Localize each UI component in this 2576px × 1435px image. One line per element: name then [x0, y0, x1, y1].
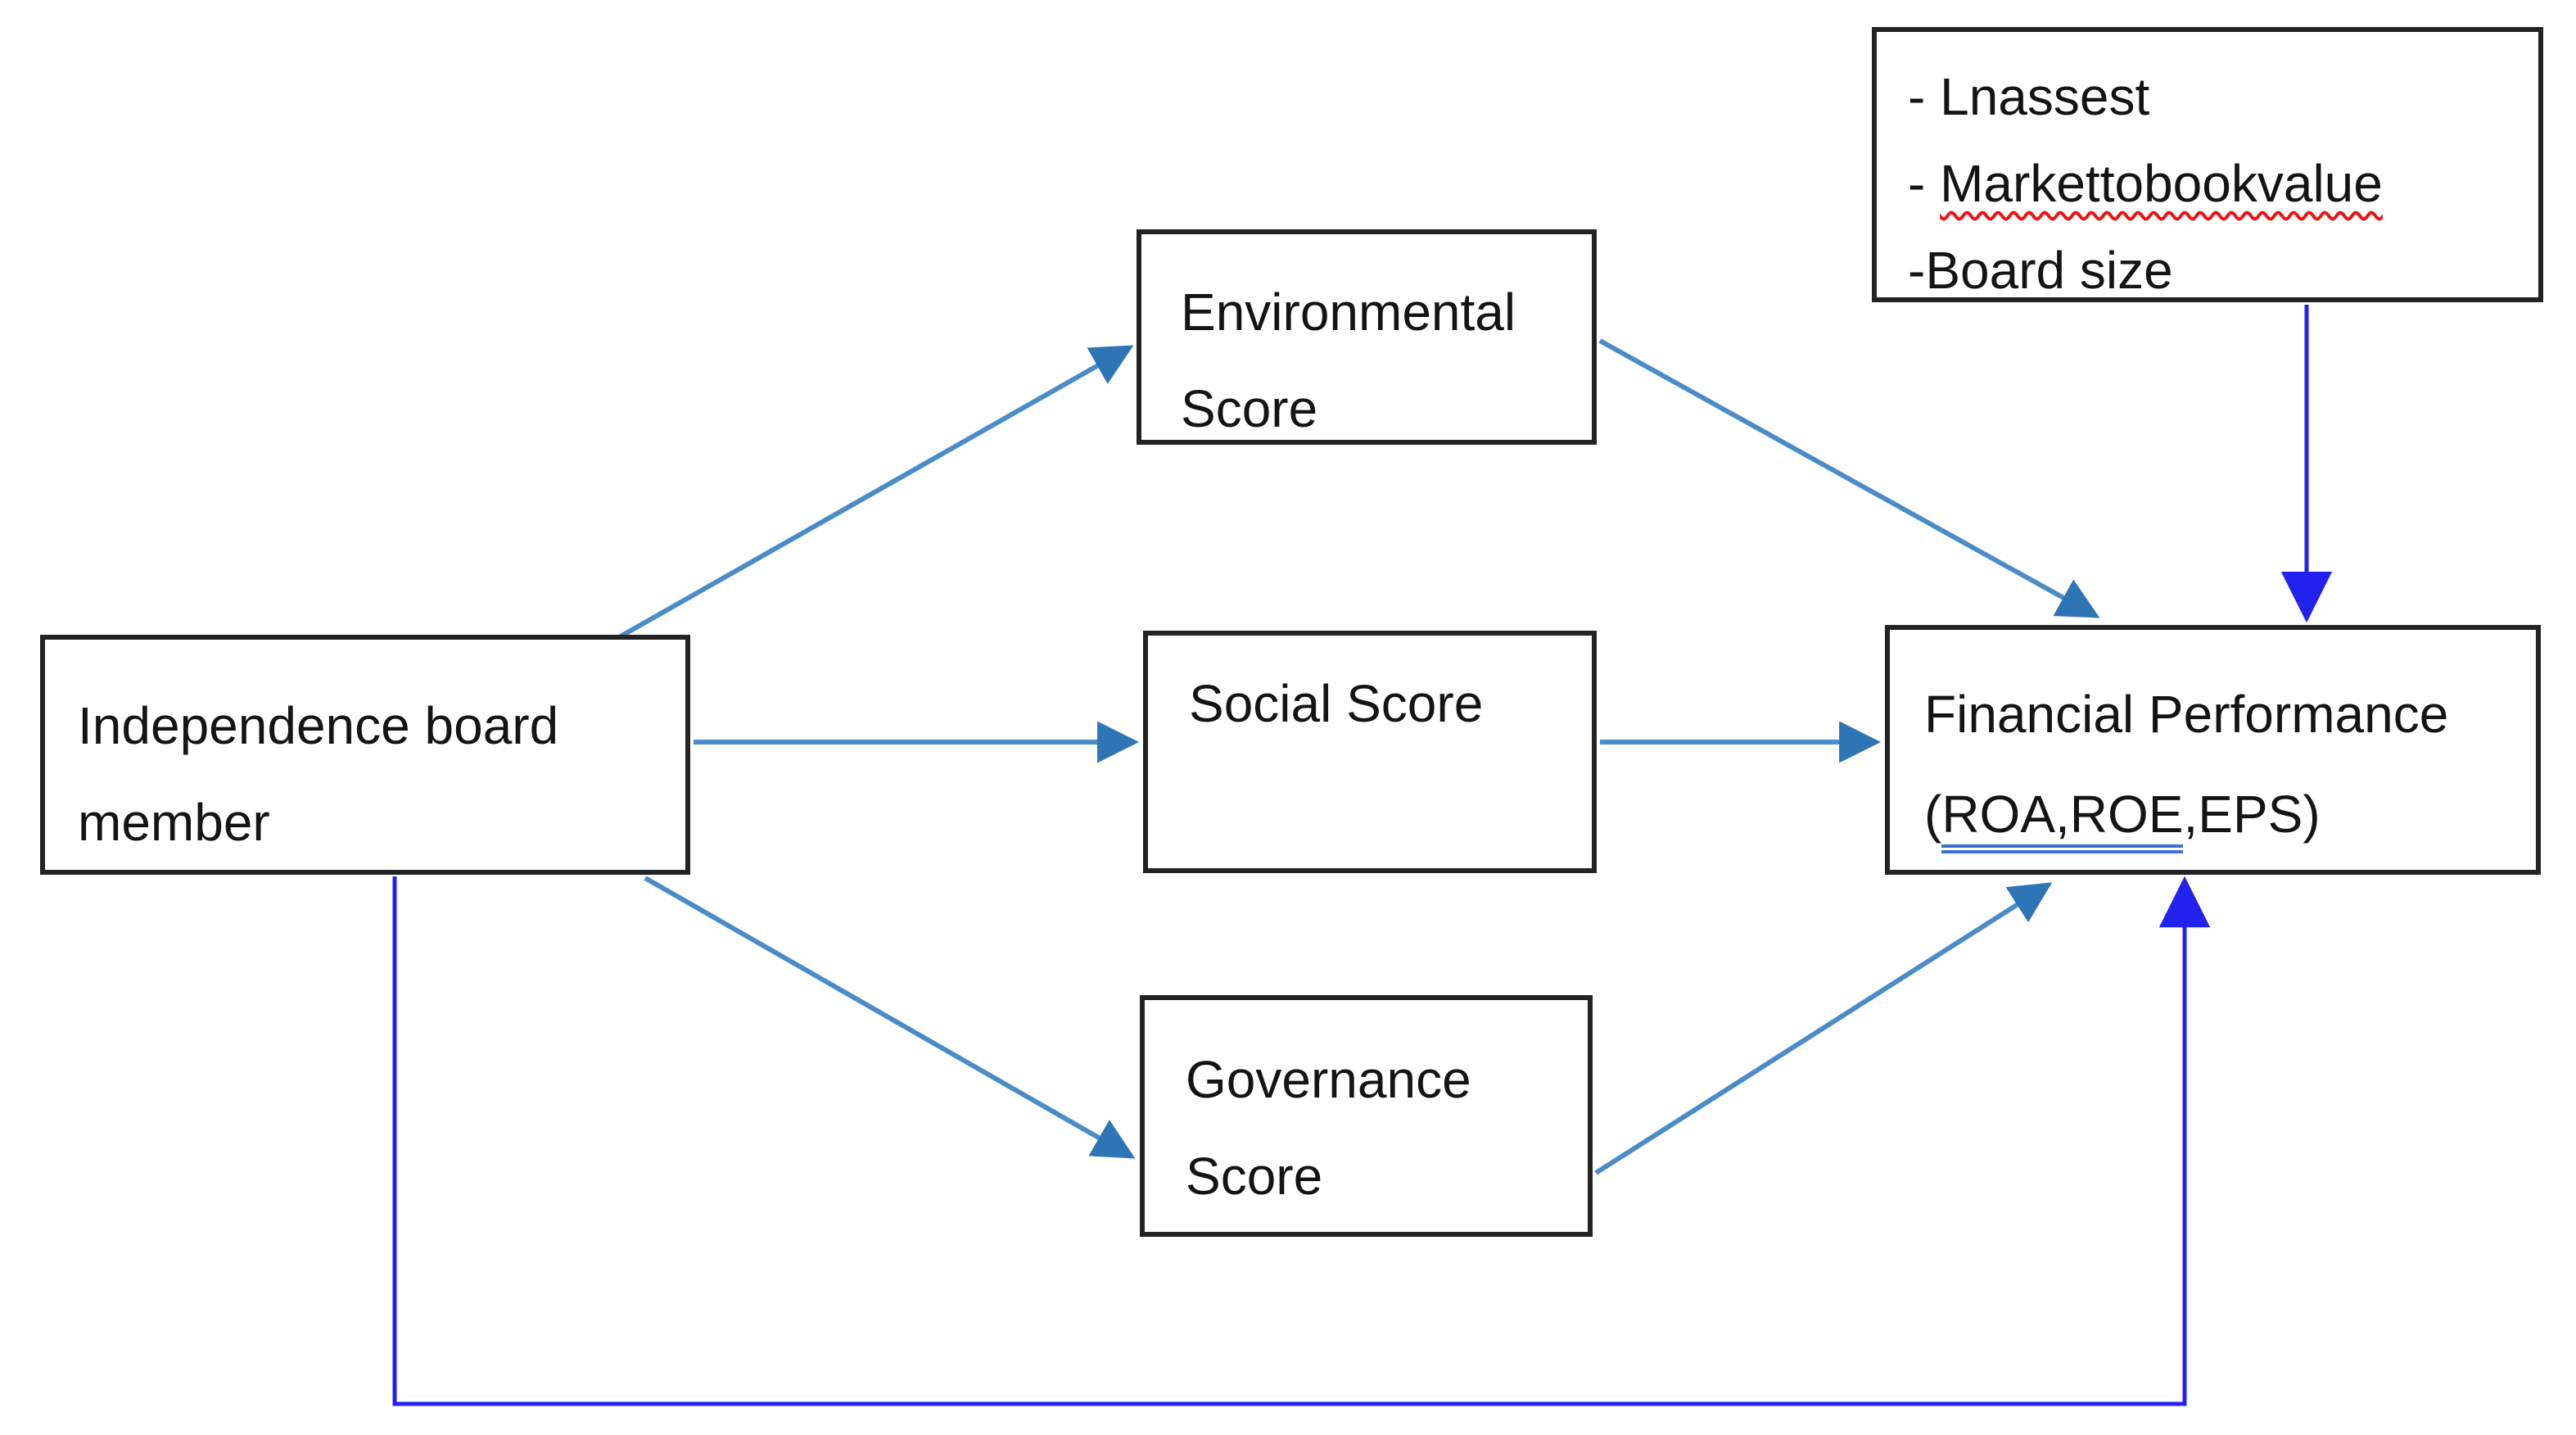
control-item-lnassest: - Lnassest	[1908, 67, 2150, 126]
financial-label-line1: Financial Performance	[1924, 685, 2449, 744]
financial-metrics-open-paren: (	[1924, 785, 1942, 844]
environmental-label-line2: Score	[1181, 379, 1318, 438]
arrow-independence-to-governance	[644, 876, 1136, 1159]
control-item-markettobookvalue: - Markettobookvalue	[1908, 140, 2538, 227]
financial-label-line2: (ROA,ROE,EPS)	[1924, 764, 2536, 864]
social-label: Social Score	[1189, 674, 1484, 733]
box-financial-performance: Financial Performance (ROA,ROE,EPS)	[1885, 625, 2541, 875]
arrow-independence-direct-to-financial	[392, 876, 2211, 1406]
box-independence-board-member: Independence board member	[40, 635, 690, 875]
environmental-label-line1: Environmental	[1181, 283, 1516, 342]
box-governance-score: Governance Score	[1140, 995, 1593, 1237]
arrow-governance-to-financial	[1594, 882, 2053, 1175]
control-item2-dash-prefix: -	[1908, 154, 1941, 213]
arrow-independence-to-environmental	[617, 345, 1134, 640]
box-social-score: Social Score	[1143, 631, 1597, 873]
box-environmental-score: Environmental Score	[1137, 229, 1597, 445]
box-control-variables: - Lnassest - Markettobookvalue -Board si…	[1872, 27, 2543, 302]
independence-label-line1: Independence board	[78, 696, 559, 755]
control-item-board-size: -Board size	[1908, 241, 2173, 300]
financial-metrics-grammar-underlined: ROA,ROE	[1941, 785, 2184, 853]
governance-label-line1: Governance	[1186, 1050, 1471, 1109]
control-item2-misspelled-word: Markettobookvalue	[1940, 154, 2383, 213]
governance-label-line2: Score	[1186, 1147, 1323, 1206]
financial-metrics-rest: ,EPS)	[2183, 785, 2321, 844]
independence-label-line2: member	[78, 793, 270, 852]
arrow-environmental-to-financial	[1598, 338, 2100, 618]
